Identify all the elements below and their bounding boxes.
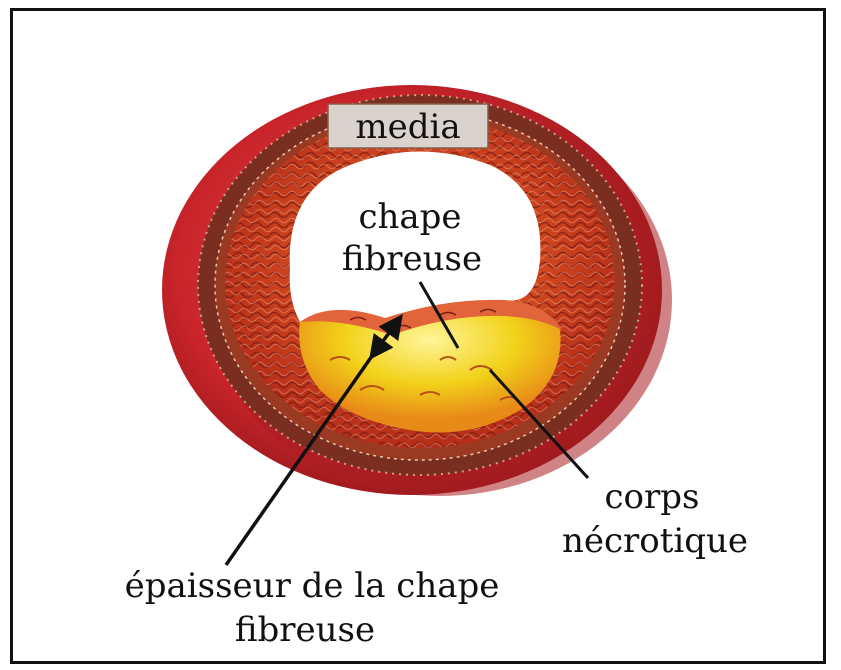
fibrous-cap-label-line1: chape — [358, 197, 461, 237]
fibrous-cap-label-line2: fibreuse — [342, 239, 482, 279]
necrotic-core-label-line2: nécrotique — [562, 521, 748, 561]
media-label: media — [355, 107, 460, 147]
media-label-group: media — [328, 104, 488, 148]
cap-thickness-label-line1: épaisseur de la chape — [125, 566, 500, 606]
cap-thickness-label-line2: fibreuse — [235, 610, 375, 650]
necrotic-core-label-line1: corps — [605, 477, 700, 517]
